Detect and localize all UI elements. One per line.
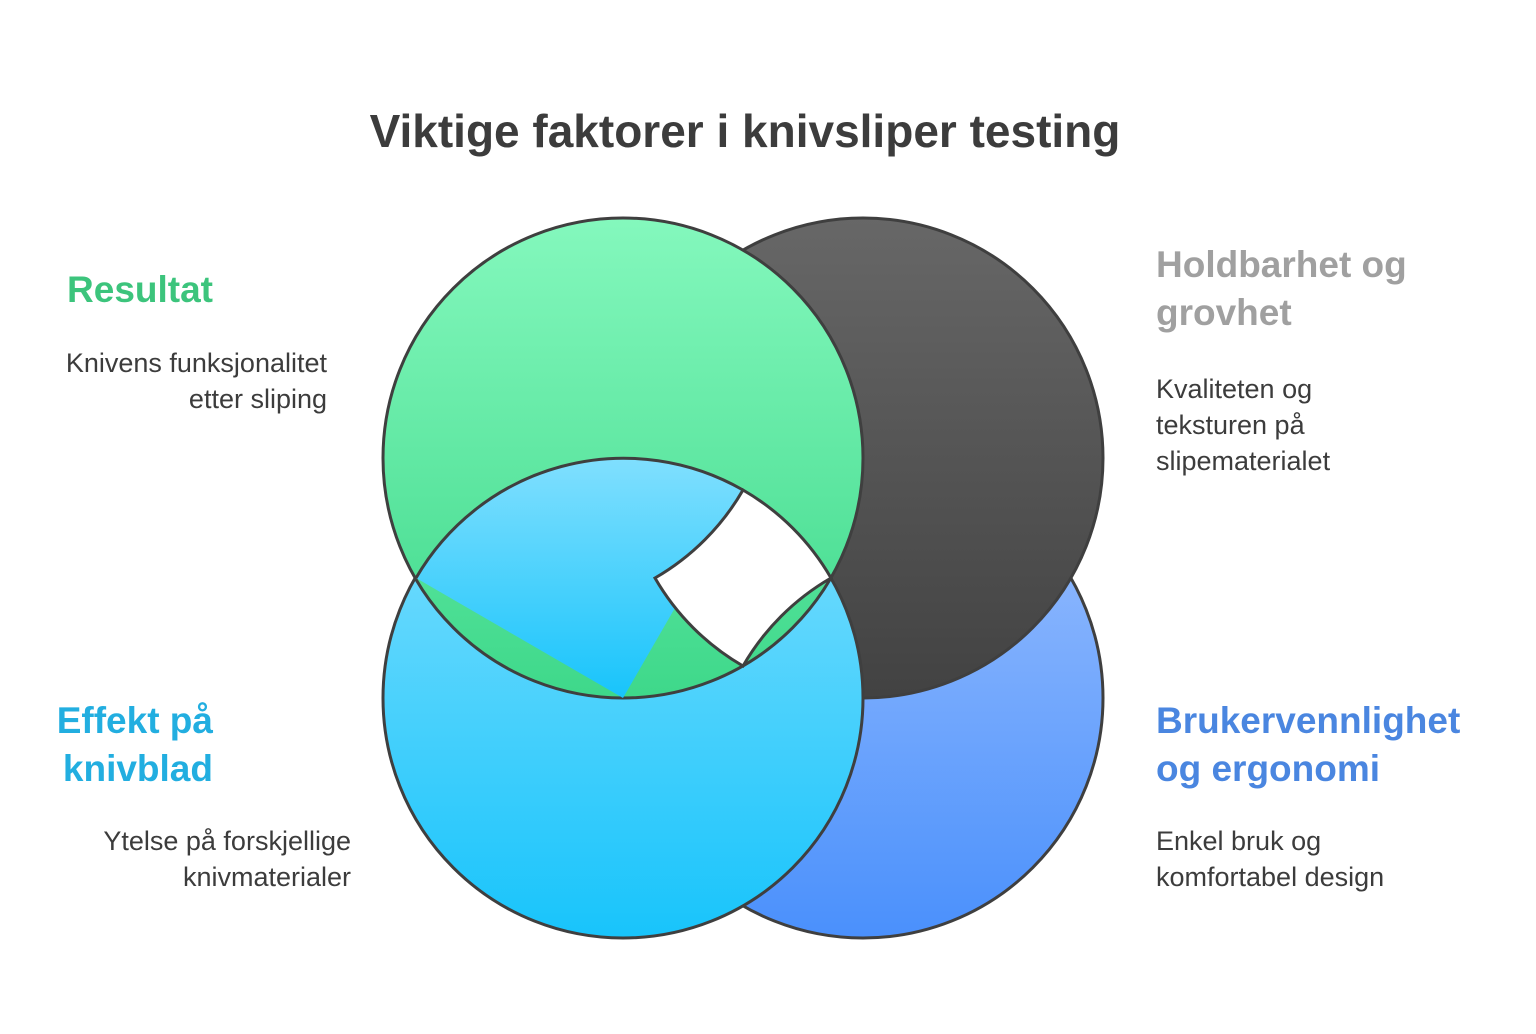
factor-brukervennlighet: Brukervennlighet og ergonomi Enkel bruk … [1156, 697, 1496, 895]
circle-effekt-overlap [416, 458, 743, 698]
factor-effekt-description: Ytelse på forskjellige knivmaterialer [103, 826, 351, 892]
factor-holdbarhet-description: Kvaliteten og teksturen på slipematerial… [1156, 374, 1331, 476]
factor-effekt: Effekt på knivblad Ytelse på forskjellig… [20, 697, 351, 895]
factor-holdbarhet-heading: Holdbarhet og grovhet [1156, 244, 1407, 333]
page-title: Viktige faktorer i knivsliper testing [369, 105, 1121, 157]
factor-effekt-heading: Effekt på knivblad [56, 700, 213, 789]
factor-brukervennlighet-heading: Brukervennlighet og ergonomi [1156, 700, 1461, 789]
factor-brukervennlighet-description: Enkel bruk og komfortabel design [1156, 826, 1385, 892]
circle-effekt-overlap-edge [414, 456, 744, 579]
factor-resultat: Resultat Knivens funksjonalitet etter sl… [20, 266, 327, 417]
center-hole [652, 487, 834, 669]
factor-holdbarhet: Holdbarhet og grovhet Kvaliteten og teks… [1156, 241, 1486, 479]
factor-resultat-heading: Resultat [67, 269, 213, 310]
factor-resultat-description: Knivens funksjonalitet etter sliping [65, 348, 327, 414]
